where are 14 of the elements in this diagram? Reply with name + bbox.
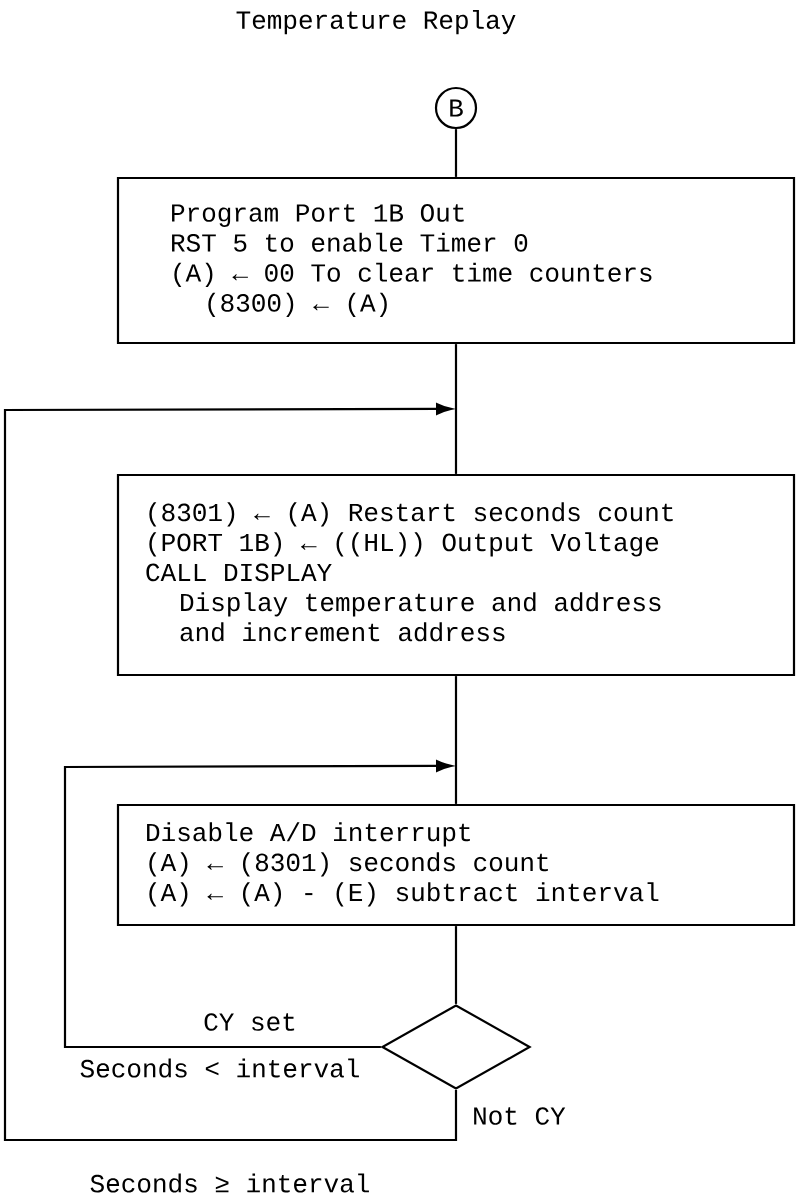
arrow	[3, 403, 458, 1142]
connector-line	[454, 926, 458, 1004]
process-box: (8301) ← (A) Restart seconds count (PORT 1B) ← ((HL)) Output Voltage CALL DISPLAY Display temperature and address and increment address	[116, 473, 796, 677]
edge-label: Not CY	[471, 1106, 567, 1126]
process-box: Program Port 1B Out RST 5 to enable Timer 0 (A) ← 00 To clear time counters (8300) ← (A)	[116, 176, 796, 345]
condition-label: Seconds ≥ interval	[90, 1173, 369, 1193]
connector-line	[454, 129, 458, 177]
connector-line	[454, 344, 458, 474]
arrow	[63, 760, 452, 1049]
condition-label: Seconds < interval	[80, 1058, 359, 1078]
edge-label: CY set	[202, 1012, 298, 1032]
connector-line	[454, 676, 458, 804]
title: Temperature Replay	[236, 9, 516, 35]
process-box: Disable A/D interrupt (A) ← (8301) seconds count (A) ← (A) - (E) subtract interval	[116, 803, 796, 927]
